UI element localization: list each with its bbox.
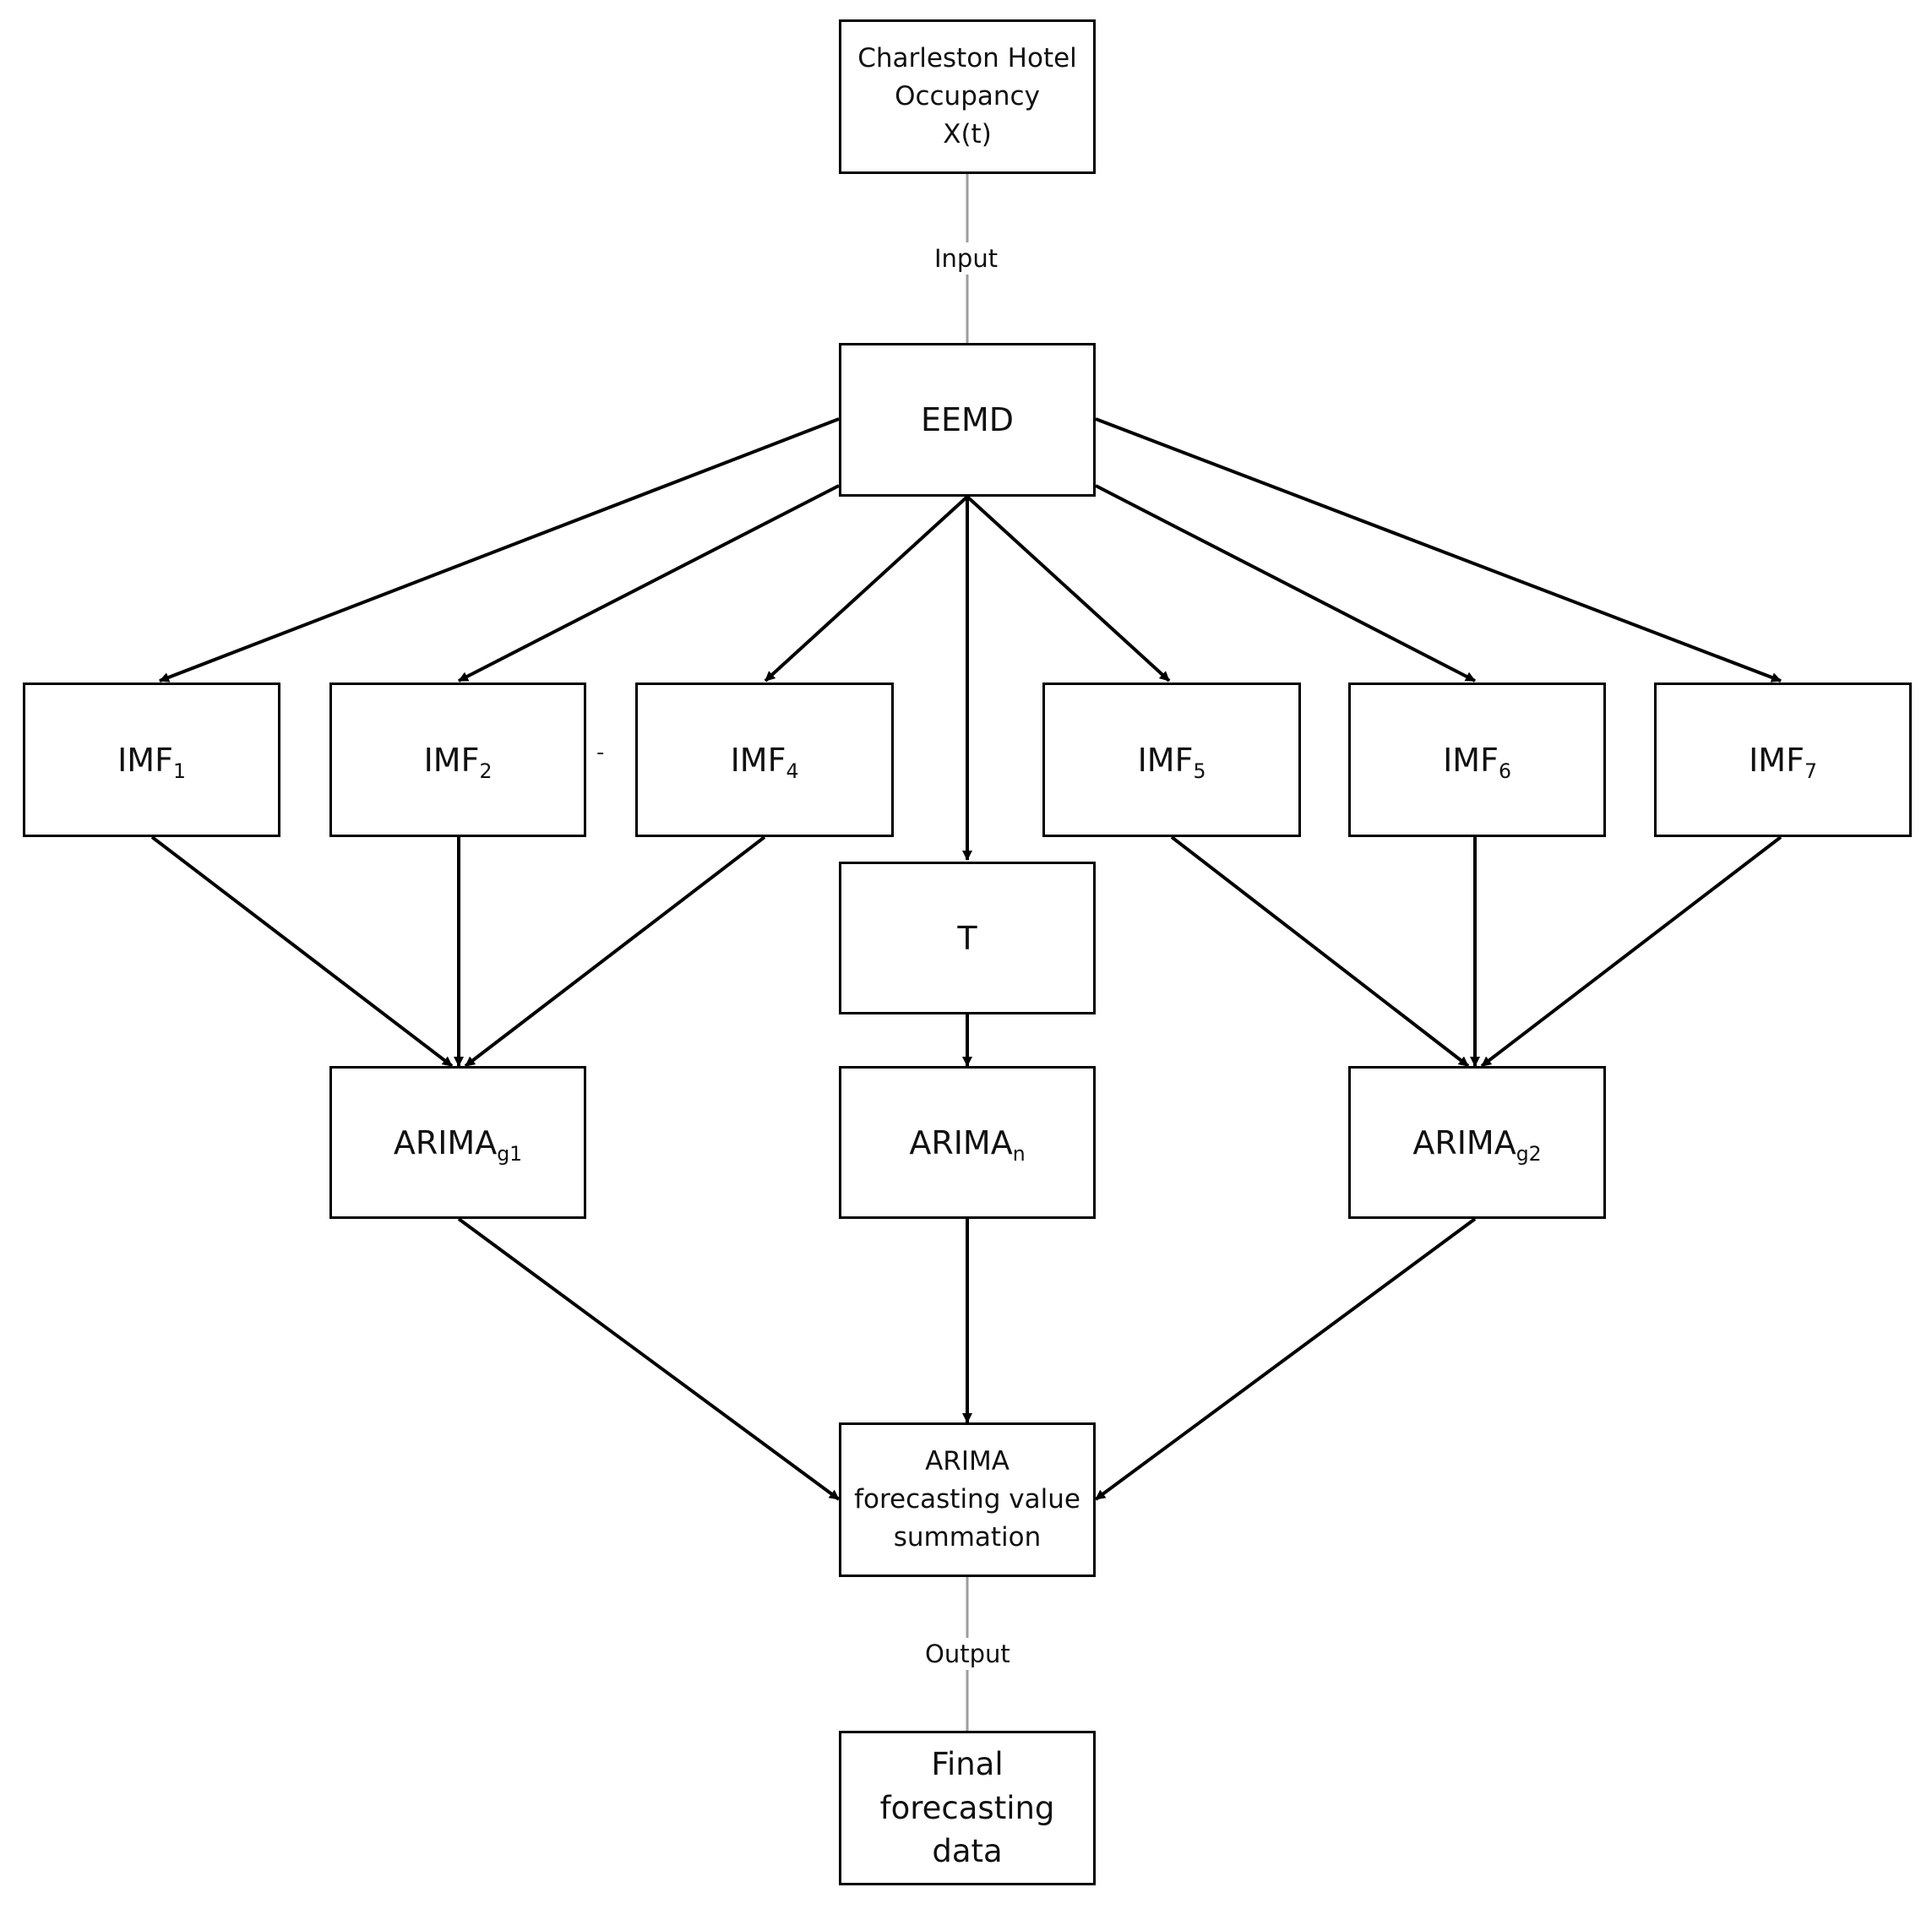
- arima-g2-label: ARIMA: [1412, 1123, 1516, 1161]
- arrow-eemd-to-imf1: [159, 417, 840, 683]
- summation-line1: ARIMA: [925, 1446, 1010, 1477]
- source-series-label: X(t): [943, 118, 992, 150]
- arrow-imf4-to-arima-g1: [464, 835, 766, 1068]
- final-line2: data: [932, 1833, 1003, 1870]
- imf5-box: IMF5: [1042, 683, 1301, 837]
- arima-n-box: ARIMAn: [839, 1066, 1096, 1219]
- eemd-box: EEMD: [839, 343, 1096, 497]
- imf4-box: IMF4: [635, 683, 894, 837]
- output-edge-label: Output: [920, 1638, 1015, 1670]
- imf5-label: IMF: [1137, 741, 1194, 779]
- source-title-line2: Occupancy: [895, 81, 1040, 112]
- final-line1: Final forecasting: [879, 1745, 1055, 1826]
- imf7-box: IMF7: [1654, 683, 1912, 837]
- source-title-line1: Charleston Hotel: [857, 43, 1077, 74]
- summation-line3: summation: [893, 1521, 1042, 1553]
- imf4-subscript: 4: [786, 759, 799, 783]
- imf2-label: IMF: [423, 741, 480, 779]
- arima-g2-box: ARIMAg2: [1348, 1066, 1606, 1219]
- arrow-eemd-to-imf5: [966, 495, 1171, 683]
- summation-line2: forecasting value: [854, 1484, 1080, 1515]
- omitted-imf3-mark: -: [596, 740, 605, 765]
- imf6-subscript: 6: [1498, 759, 1511, 783]
- arima-g1-subscript: g1: [497, 1141, 523, 1166]
- trend-box: T: [839, 862, 1096, 1014]
- arrow-arima-g2-to-summation: [1094, 1217, 1477, 1501]
- imf7-subscript: 7: [1804, 759, 1817, 783]
- imf6-box: IMF6: [1348, 683, 1606, 837]
- input-edge-label: Input: [929, 242, 1004, 275]
- trend-label: T: [957, 919, 977, 957]
- arrow-eemd-to-imf7: [1095, 417, 1782, 683]
- arrow-imf7-to-arima-g2: [1480, 835, 1782, 1068]
- source-data-box: Charleston Hotel Occupancy X(t): [839, 19, 1096, 174]
- imf5-subscript: 5: [1193, 759, 1206, 783]
- imf2-subscript: 2: [479, 759, 493, 783]
- imf1-box: IMF1: [23, 683, 280, 837]
- imf1-subscript: 1: [172, 759, 186, 783]
- arima-n-label: ARIMA: [909, 1123, 1013, 1161]
- imf7-label: IMF: [1749, 741, 1804, 779]
- arrow-eemd-to-imf4: [764, 495, 969, 683]
- arrow-imf5-to-arima-g2: [1170, 835, 1470, 1068]
- arima-g1-box: ARIMAg1: [329, 1066, 586, 1219]
- arrow-eemd-to-imf2: [458, 484, 840, 683]
- imf6-label: IMF: [1443, 741, 1499, 779]
- arrow-imf1-to-arima-g1: [150, 835, 454, 1068]
- arima-n-subscript: n: [1012, 1141, 1026, 1166]
- imf4-label: IMF: [730, 741, 786, 779]
- summation-box: ARIMA forecasting value summation: [839, 1422, 1096, 1577]
- eemd-label: EEMD: [920, 401, 1015, 438]
- arrows: [150, 417, 1782, 1501]
- arrow-eemd-to-imf6: [1095, 484, 1476, 683]
- imf2-box: IMF2: [329, 683, 586, 837]
- arima-g2-subscript: g2: [1516, 1141, 1542, 1166]
- arrow-arima-g1-to-summation: [457, 1217, 841, 1501]
- imf1-label: IMF: [117, 741, 173, 779]
- arima-g1-label: ARIMA: [393, 1123, 498, 1161]
- final-forecast-box: Final forecasting data: [839, 1731, 1096, 1885]
